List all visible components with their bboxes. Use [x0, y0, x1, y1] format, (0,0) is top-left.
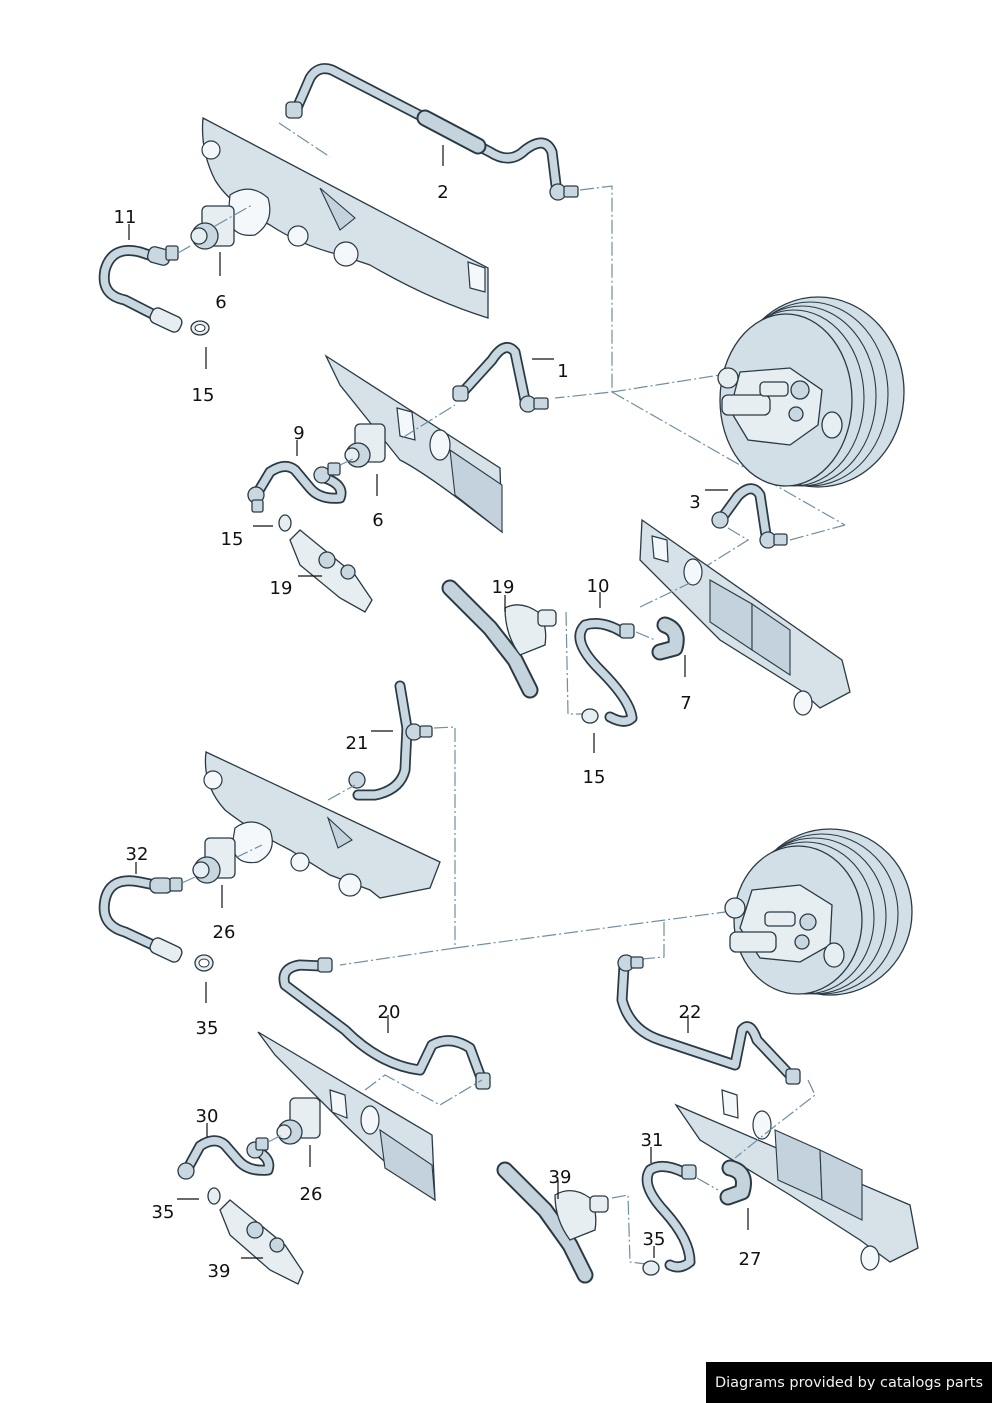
callout-26: 26 [212, 922, 236, 943]
callout-20: 20 [377, 1002, 401, 1023]
callout-9: 9 [293, 423, 305, 444]
hose-30 [177, 1135, 275, 1180]
assembly-line [696, 1177, 719, 1191]
callout-19: 19 [491, 577, 515, 598]
booster-2 [724, 828, 913, 996]
callout-22: 22 [678, 1002, 702, 1023]
valve-19a [289, 529, 373, 613]
clamp-35a [194, 954, 214, 972]
callout-30: 30 [195, 1106, 219, 1127]
leader-lines [128, 145, 749, 1259]
callout-19: 19 [269, 578, 293, 599]
hose-31 [641, 1161, 697, 1273]
assembly-line [454, 911, 726, 960]
callout-1: 1 [557, 361, 569, 382]
clamp-15a [190, 320, 210, 336]
assembly-line [364, 1074, 483, 1106]
bulkhead-panel-1 [201, 116, 489, 319]
valve-19b [441, 579, 557, 699]
clamp-15c [581, 708, 599, 724]
hose-3 [711, 483, 788, 549]
assembly-line [339, 457, 356, 466]
callout-6: 6 [372, 510, 384, 531]
callout-2: 2 [437, 182, 449, 203]
booster-1 [717, 296, 905, 488]
callout-15: 15 [191, 385, 215, 406]
panel-grommet-opening [227, 188, 271, 236]
assembly-line [734, 1079, 816, 1159]
callout-35: 35 [195, 1018, 219, 1039]
assembly-line [177, 204, 253, 254]
callout-11: 11 [113, 207, 137, 228]
footer-credit-banner: Diagrams provided by catalogs parts [706, 1362, 992, 1403]
panel-hole [201, 140, 221, 160]
callout-21: 21 [345, 733, 369, 754]
bulkhead-panel-5 [257, 1031, 436, 1202]
hose-22 [616, 954, 801, 1085]
grommet-6a [190, 205, 235, 250]
callout-10: 10 [586, 576, 610, 597]
valve-39a [219, 1199, 304, 1285]
callout-6: 6 [215, 292, 227, 313]
assembly-line [635, 582, 691, 641]
grommet-26a [192, 837, 236, 884]
callout-15: 15 [582, 767, 606, 788]
hose-20 [278, 957, 491, 1090]
clamp-35c [642, 1260, 660, 1276]
elbow-27 [719, 1159, 752, 1206]
elbow-7 [651, 616, 685, 661]
clamp-15b [278, 514, 292, 532]
callout-35: 35 [642, 1229, 666, 1250]
bulkhead-panel-4 [203, 751, 441, 899]
callout-27: 27 [738, 1249, 762, 1270]
hose-1 [452, 342, 549, 413]
assembly-line [611, 374, 846, 526]
assembly-line [181, 844, 263, 884]
assembly-line [611, 1194, 647, 1265]
hose-11 [98, 245, 183, 333]
valve-39b [496, 1161, 609, 1284]
assembly-line [267, 1134, 283, 1143]
assembly-line [327, 784, 356, 801]
callout-15: 15 [220, 529, 244, 550]
callout-35: 35 [151, 1202, 175, 1223]
callout-3: 3 [689, 492, 701, 513]
grommet-26b [276, 1097, 321, 1145]
callout-26: 26 [299, 1184, 323, 1205]
callout-31: 31 [640, 1130, 664, 1151]
assembly-line [401, 404, 456, 439]
hose-9 [247, 461, 347, 513]
hose-21 [348, 680, 433, 801]
bulkhead-panel-6 [674, 1089, 919, 1271]
clamp-35b [207, 1187, 221, 1205]
callout-39: 39 [548, 1167, 572, 1188]
assembly-line [339, 726, 456, 966]
footer-credit-text: Diagrams provided by catalogs parts [714, 1374, 984, 1391]
assembly-line [554, 185, 613, 399]
hose-10 [574, 618, 638, 727]
grommet-6b [344, 423, 386, 468]
bulkhead-panel-3 [639, 518, 851, 716]
callout-32: 32 [125, 844, 149, 865]
hose-32 [98, 875, 183, 963]
hose-2 [285, 63, 579, 201]
bulkhead-panel-2 [324, 354, 503, 534]
assembly-line [699, 524, 846, 571]
fitting-end [285, 101, 303, 119]
assembly-line [278, 122, 331, 158]
callout-39: 39 [207, 1261, 231, 1282]
assembly-line [565, 611, 586, 715]
callout-7: 7 [680, 693, 692, 714]
